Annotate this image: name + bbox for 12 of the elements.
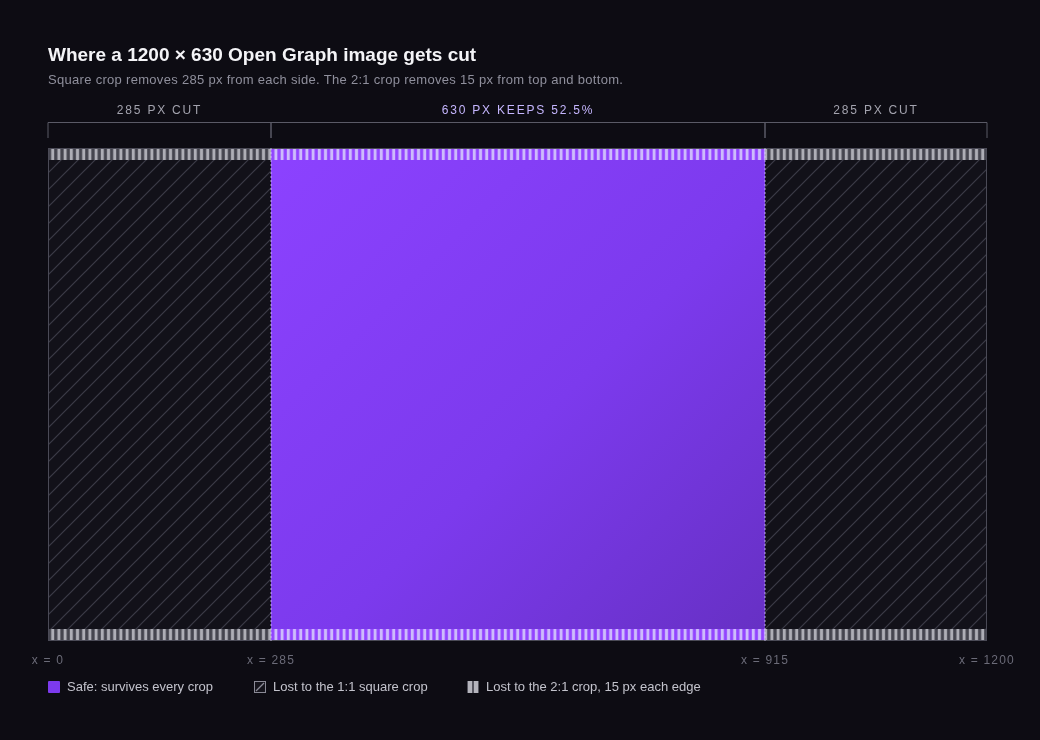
legend-label: Safe: survives every crop <box>67 679 213 694</box>
axis-label: x = 285 <box>246 653 296 667</box>
legend-label: Lost to the 1:1 square crop <box>273 679 428 694</box>
axis-label: x = 915 <box>740 653 790 667</box>
axis-label: x = 0 <box>31 653 65 667</box>
dimension-label: 285 PX CUT <box>833 103 919 117</box>
axis-label: x = 1200 <box>959 653 1015 667</box>
legend-label: Lost to the 2:1 crop, 15 px each edge <box>486 679 701 694</box>
chart-title: Where a 1200 × 630 Open Graph image gets cut <box>48 44 477 66</box>
dimension-label: 630 PX KEEPS 52.5% <box>441 103 595 117</box>
dimension-label: 285 PX CUT <box>116 103 203 117</box>
subtitle: Square crop removes 285 px from each side. The 2:1 crop removes 15 px from top and bottom. <box>48 72 624 87</box>
